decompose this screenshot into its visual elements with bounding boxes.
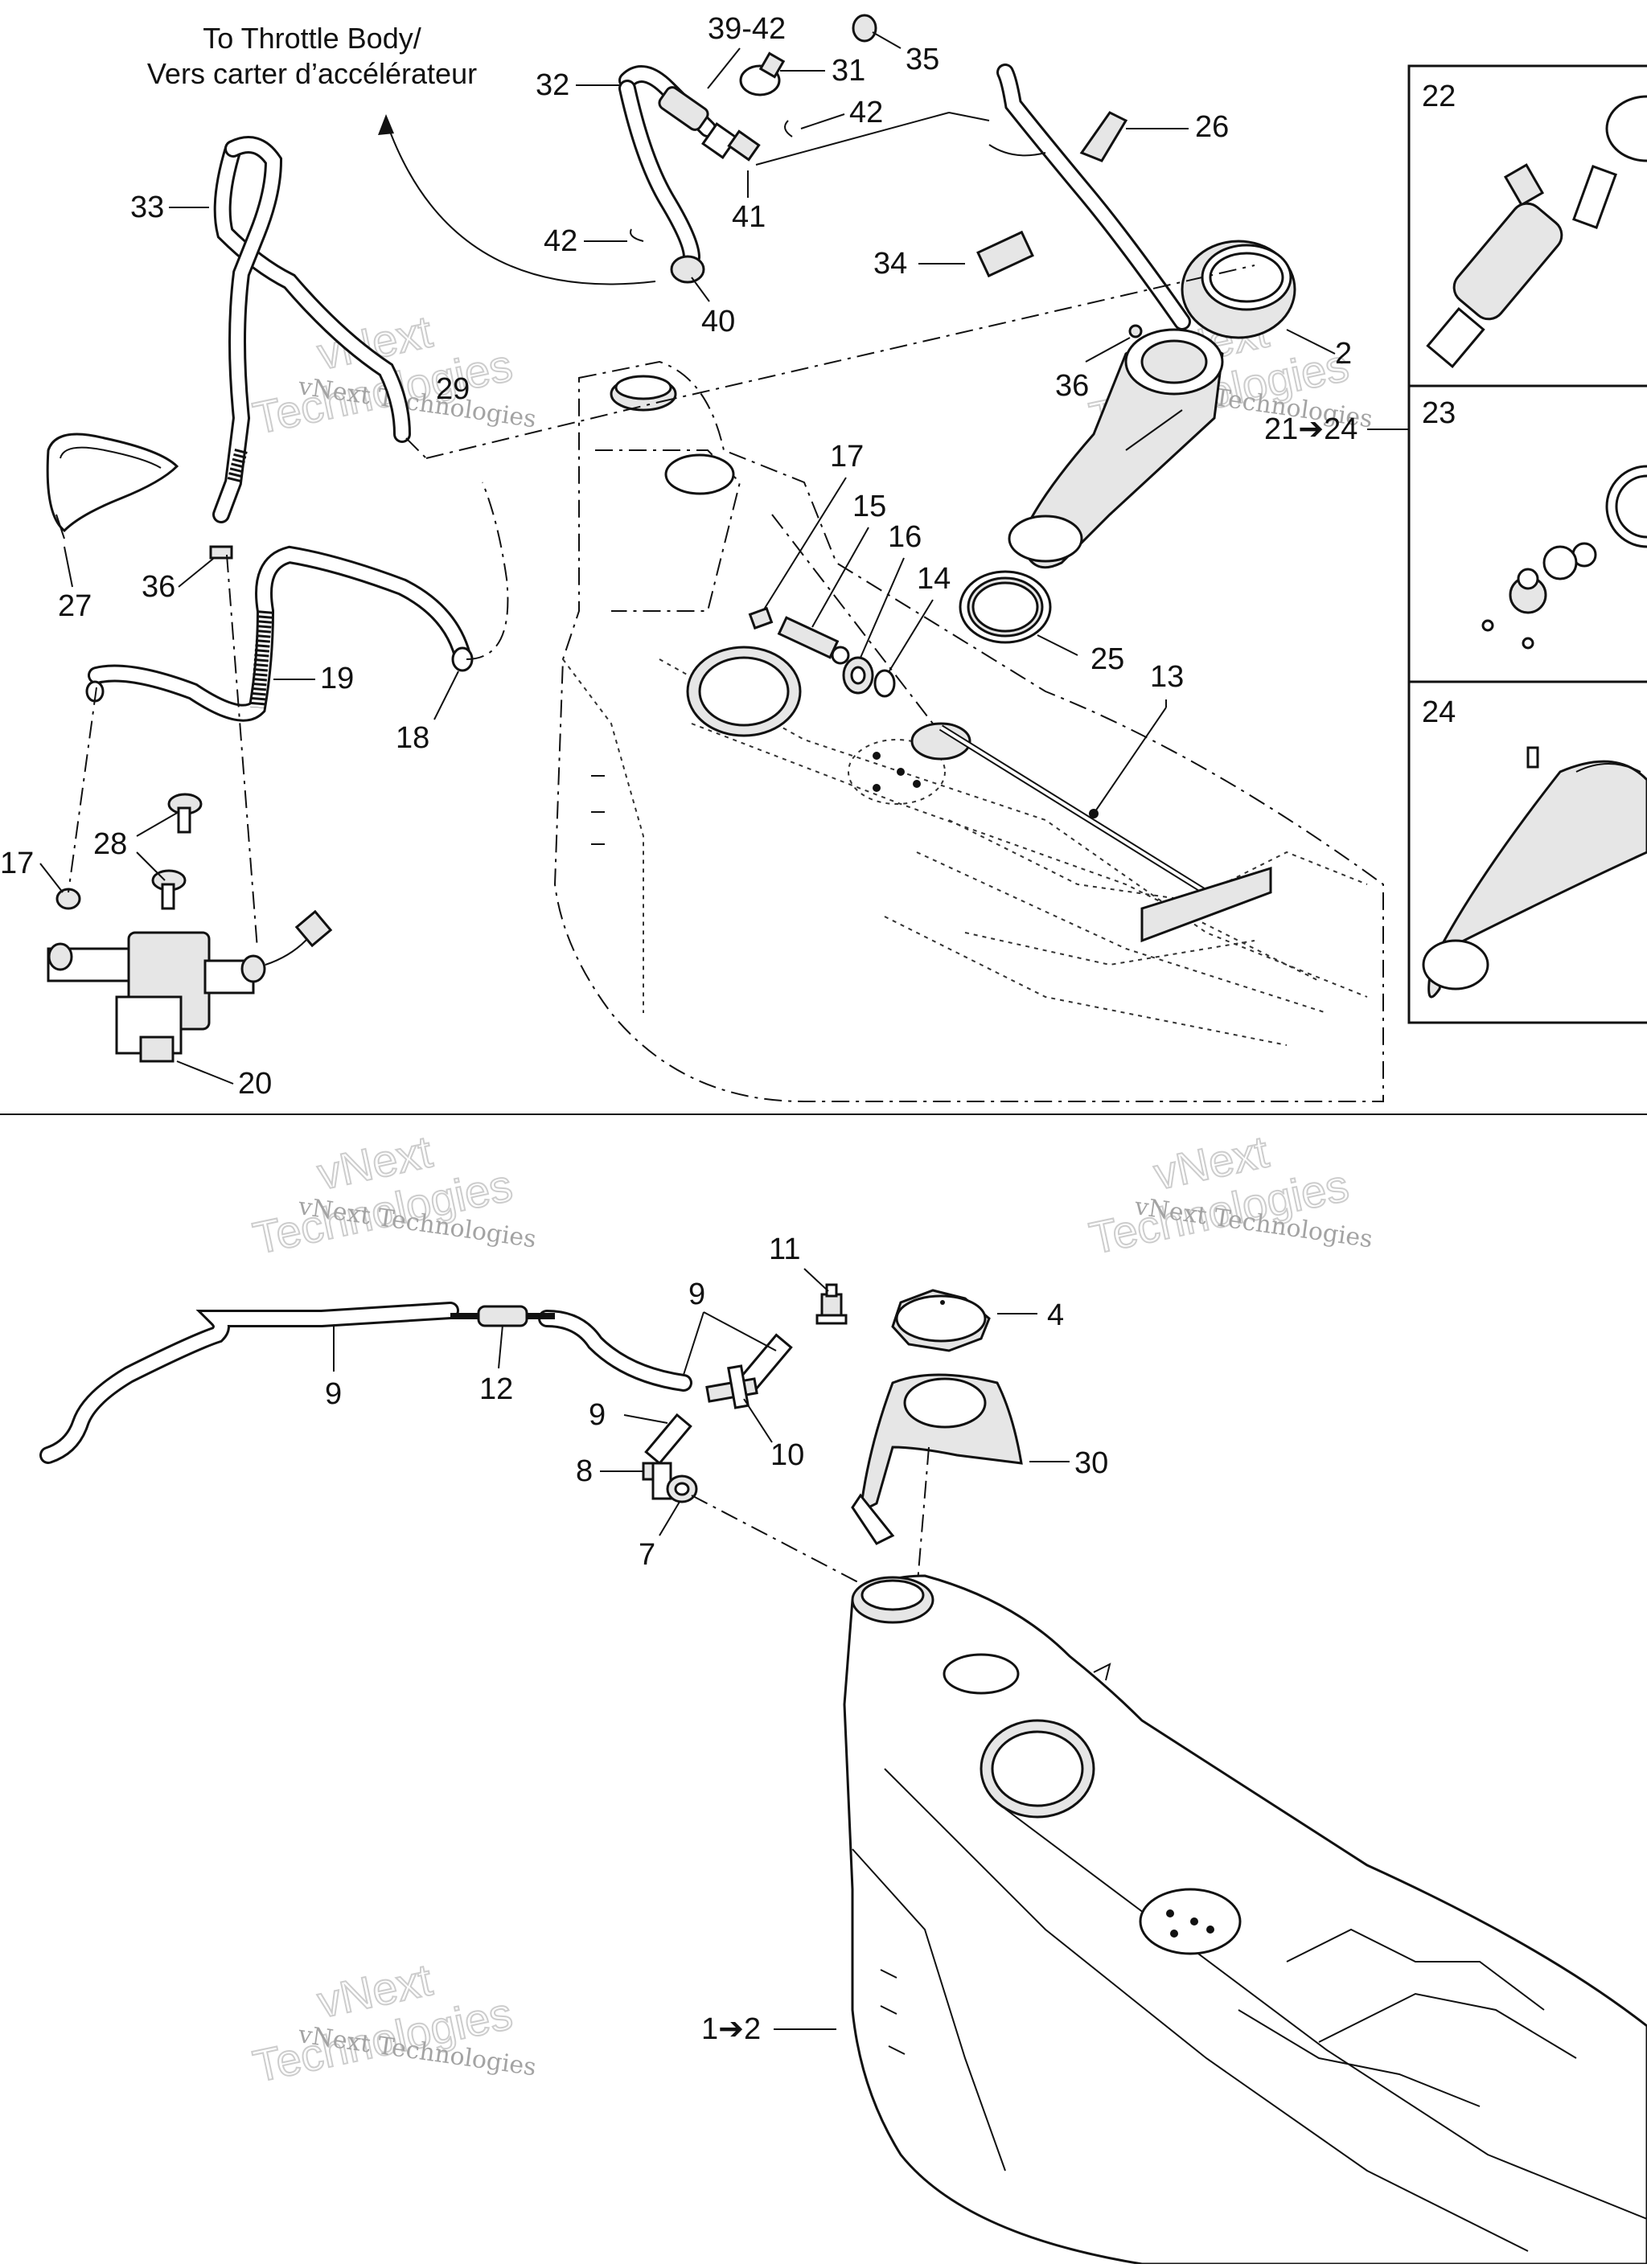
lock-ring-icon (1181, 240, 1296, 339)
hose-clamp-icon (739, 51, 786, 96)
callout-39-42: 39-42 (708, 12, 786, 46)
callout-20: 20 (238, 1067, 272, 1101)
callout-17-a: 17 (830, 440, 864, 474)
grommet-icon (842, 656, 874, 695)
callout-9-a: 9 (688, 1278, 705, 1311)
callout-4: 4 (1047, 1298, 1064, 1332)
arrow-indicator-icon (1093, 1663, 1111, 1681)
callout-29: 29 (436, 372, 470, 406)
callout-31: 31 (832, 54, 865, 88)
pressure-fitting-icon (777, 616, 850, 665)
callout-34: 34 (873, 247, 907, 281)
callout-40: 40 (701, 305, 735, 338)
callout-19: 19 (320, 662, 354, 695)
arrow-to-throttle-body (385, 120, 656, 285)
callout-27: 27 (58, 589, 92, 623)
callout-36-b: 36 (142, 570, 175, 604)
mounting-bracket-icon (46, 433, 179, 539)
vent-cap-icon (815, 1283, 848, 1325)
small-clamp-icon (1128, 324, 1143, 338)
pump-housing-icon (1422, 746, 1647, 999)
seal-kit-icon (1481, 465, 1647, 650)
callout-21-24: 21➔24 (1264, 412, 1357, 446)
vent-hose-long-icon (39, 1302, 692, 1464)
fuel-cap-icon (891, 1289, 991, 1352)
fuel-pump-module-icon (1426, 95, 1647, 368)
pump-seal-icon (959, 570, 1052, 644)
vent-hose-icon (212, 136, 411, 523)
callout-13: 13 (1150, 660, 1184, 694)
leader-line (1093, 707, 1167, 814)
arrow-head-icon (378, 114, 394, 135)
throttle-body-note-line2: Vers carter d’accélérateur (147, 57, 477, 90)
throttle-body-note-line1: To Throttle Body/ (203, 22, 421, 55)
bolt-icon (151, 869, 187, 910)
tee-fitting-icon (705, 1364, 758, 1409)
watermark-bottom-left: vNext Technologies vNext Technologies (248, 1953, 537, 2092)
filler-bracket-icon (851, 1373, 1023, 1545)
watermark-mid-left: vNext Technologies vNext Technologies (248, 1125, 537, 1264)
hose-clamp-small-icon (209, 545, 233, 560)
elbow-fitting-icon (642, 1462, 672, 1500)
callout-26: 26 (1195, 110, 1229, 144)
callout-16: 16 (888, 520, 922, 554)
clip-bracket-icon (1079, 111, 1128, 162)
callout-36-a: 36 (1055, 369, 1089, 403)
callout-15: 15 (852, 490, 886, 523)
fuel-pump-icon (47, 909, 333, 1063)
callout-2: 2 (1335, 337, 1352, 371)
callout-1-2: 1➔2 (701, 2012, 761, 2046)
inset-label-23: 23 (1422, 396, 1456, 430)
short-hose-icon (644, 1333, 793, 1466)
inset-label-24: 24 (1422, 695, 1456, 729)
fuel-tank-top-dashed (553, 360, 1384, 1102)
rubber-strip-icon (976, 230, 1034, 278)
callout-28: 28 (93, 827, 127, 861)
callout-42-b: 42 (544, 224, 577, 258)
callout-17-b: 17 (0, 847, 34, 880)
callout-9-c: 9 (589, 1398, 606, 1432)
throttle-hose-assembly-icon (618, 65, 761, 284)
fuel-level-sender-icon (910, 722, 1272, 943)
callout-7: 7 (639, 1538, 655, 1572)
inset-label-22: 22 (1422, 80, 1456, 113)
callout-11: 11 (769, 1232, 800, 1266)
callout-33: 33 (130, 191, 164, 224)
callout-9-b: 9 (325, 1377, 342, 1411)
fuel-pump-assembly-icon (1008, 328, 1224, 569)
callout-32: 32 (536, 68, 569, 102)
watermark-mid-right: vNext Technologies vNext Technologies (1084, 1125, 1374, 1264)
callout-12: 12 (479, 1372, 513, 1406)
retaining-clip-icon (784, 120, 793, 137)
inset-panels: 22 23 24 (1367, 64, 1647, 1024)
callout-30: 30 (1074, 1446, 1108, 1480)
fuel-tank-icon (843, 1574, 1647, 2266)
bolt-icon (167, 793, 203, 834)
clamp-icon (873, 669, 896, 698)
nut-icon (852, 14, 877, 43)
callout-42-a: 42 (849, 96, 883, 129)
grommet-icon (666, 1474, 698, 1503)
nut-icon (748, 606, 774, 630)
callout-14: 14 (917, 562, 951, 596)
callout-25: 25 (1090, 642, 1124, 676)
callout-35: 35 (906, 43, 939, 76)
callout-8: 8 (576, 1454, 593, 1488)
callout-10: 10 (770, 1438, 804, 1472)
callout-41: 41 (732, 200, 766, 234)
fuel-return-hose-icon (85, 545, 474, 722)
retaining-clip-icon (630, 228, 644, 242)
callout-18: 18 (396, 721, 429, 755)
